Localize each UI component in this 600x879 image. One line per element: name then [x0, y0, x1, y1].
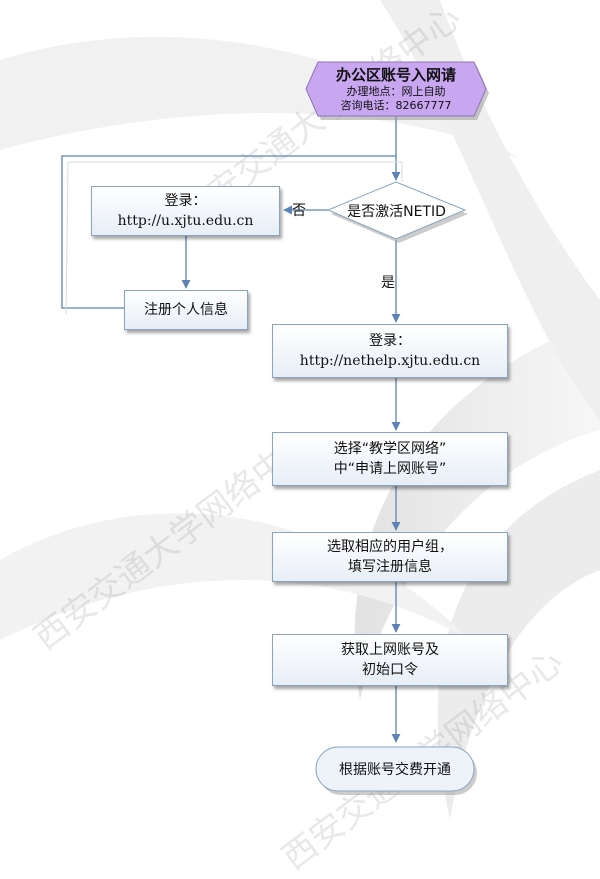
account-line1: 获取上网账号及: [341, 642, 439, 658]
user-group-box: 选取相应的用户组， 填写注册信息: [272, 532, 508, 582]
login-u-box: 登录： http://u.xjtu.edu.cn: [91, 186, 280, 236]
end-terminator: [315, 746, 475, 792]
select-network-line1: 选择“教学区网络”: [333, 441, 447, 457]
decision-node: 是否激活NETID: [328, 182, 465, 239]
start-hexagon: [305, 61, 487, 117]
start-title: 办公区账号入网请: [335, 66, 456, 84]
login-u-label: 登录：: [164, 193, 207, 209]
decision-label: 是否激活NETID: [347, 203, 446, 220]
start-location: 办理地点：网上自助: [346, 85, 446, 98]
account-box: 获取上网账号及 初始口令: [272, 634, 508, 686]
register-box: 注册个人信息: [124, 290, 248, 330]
account-line2: 初始口令: [362, 662, 418, 678]
decision-diamond: [326, 181, 467, 240]
flow-connectors: [61, 61, 489, 795]
login-nethelp-url: http://nethelp.xjtu.edu.cn: [299, 353, 481, 369]
login-nethelp-label: 登录：: [369, 333, 411, 349]
decision-yes-label: 是: [381, 275, 395, 291]
end-node: 根据账号交费开通: [316, 747, 474, 791]
user-group-line2: 填写注册信息: [348, 559, 432, 575]
select-network-box: 选择“教学区网络” 中“申请上网账号”: [272, 432, 508, 486]
decision-no-label: 否: [292, 203, 306, 219]
start-node: 办公区账号入网请 办理地点：网上自助 咨询电话：82667777: [306, 62, 486, 116]
user-group-line1: 选取相应的用户组，: [327, 539, 453, 555]
login-u-url: http://u.xjtu.edu.cn: [117, 213, 254, 229]
start-phone: 咨询电话：82667777: [340, 99, 452, 112]
background-swooshes: [0, 0, 600, 820]
register-label: 注册个人信息: [144, 302, 228, 318]
end-label: 根据账号交费开通: [339, 762, 451, 778]
select-network-line2: 中“申请上网账号”: [333, 461, 447, 477]
login-nethelp-box: 登录： http://nethelp.xjtu.edu.cn: [272, 324, 508, 378]
